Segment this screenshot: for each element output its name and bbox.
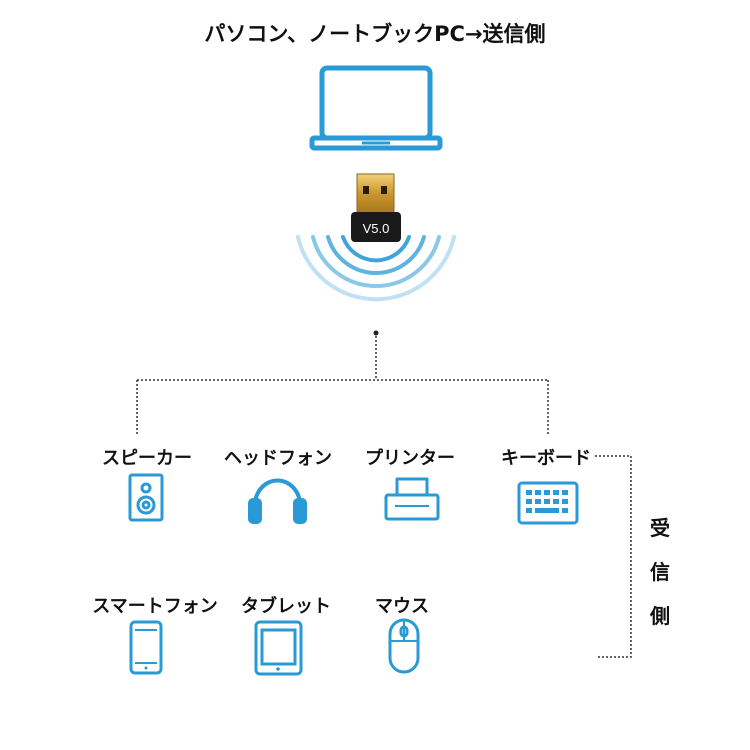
device-label-headphones: ヘッドフォン <box>224 448 332 469</box>
device-label-tablet: タブレット <box>241 596 331 617</box>
speaker-icon <box>128 473 164 522</box>
headphones-icon <box>248 478 307 524</box>
receiver-label-char-1: 受 <box>650 516 670 540</box>
receiver-label-char-3: 側 <box>650 604 670 628</box>
keyboard-keys <box>526 490 568 513</box>
receiver-label-char-2: 信 <box>650 560 670 584</box>
tablet-icon <box>254 620 303 676</box>
device-label-speaker: スピーカー <box>102 448 192 469</box>
keyboard-icon <box>517 481 579 525</box>
receiver-bracket <box>595 455 632 658</box>
device-label-printer: プリンター <box>365 448 455 469</box>
device-label-mouse: マウス <box>375 596 429 617</box>
smartphone-icon <box>129 620 163 675</box>
usb-dongle-icon <box>351 173 401 242</box>
mouse-icon <box>388 618 420 674</box>
device-label-smartphone: スマートフォン <box>92 596 218 617</box>
dongle-version: V5.0 <box>363 221 390 236</box>
page-title: パソコン、ノートブックPC→送信側 <box>204 22 546 46</box>
connector-lines <box>136 330 549 435</box>
laptop-icon <box>309 65 443 151</box>
signal-waves-icon <box>296 235 456 302</box>
printer-icon <box>384 477 440 521</box>
device-label-keyboard: キーボード <box>501 448 591 469</box>
